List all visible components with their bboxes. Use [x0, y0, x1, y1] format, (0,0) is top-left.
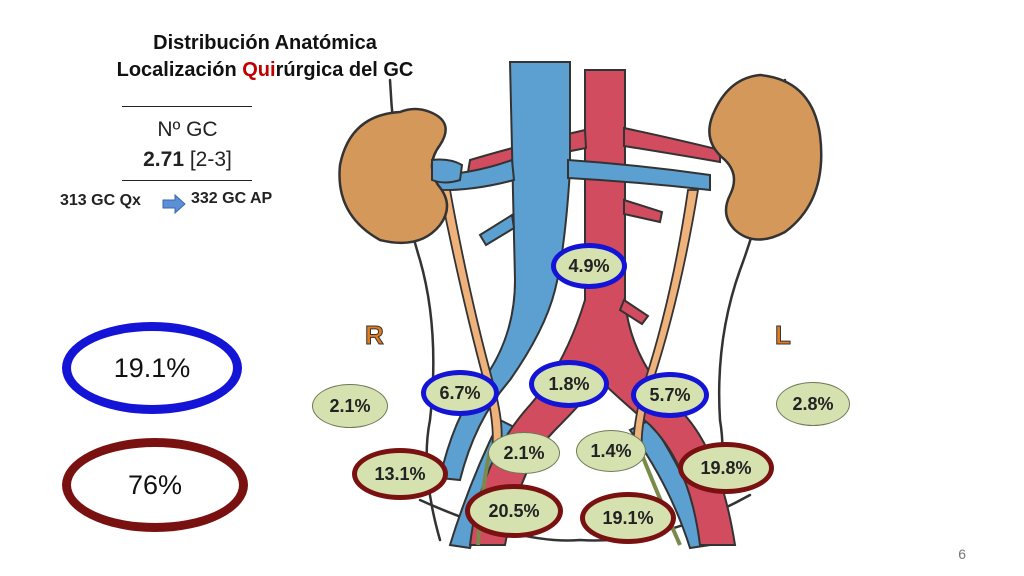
region-badge-right-common-iliac: 6.7%	[421, 370, 499, 416]
stats-divider	[122, 180, 252, 181]
region-value: 13.1%	[374, 463, 426, 484]
title-line-2-suffix: rúrgica del GC	[275, 59, 414, 81]
region-badge-left-external-iliac: 19.8%	[678, 442, 774, 494]
arrow-right-icon	[162, 194, 186, 214]
region-value: 19.1%	[602, 507, 654, 528]
region-badge-right-presacral: 2.1%	[488, 432, 560, 474]
left-external-vein	[628, 418, 712, 550]
gc-mean: 2.71	[143, 148, 184, 171]
region-badge-right-external-iliac: 13.1%	[352, 448, 448, 500]
title-line-2-prefix: Localización	[116, 59, 243, 81]
red-ring-total-value: 76%	[127, 469, 183, 500]
title-highlight: Qui	[242, 59, 276, 81]
pathology-gc-count: 332 GC AP	[191, 190, 273, 207]
region-value: 2.8%	[792, 393, 834, 414]
region-badge-periaortic-upper: 4.9%	[551, 243, 627, 289]
region-value: 1.8%	[548, 373, 590, 394]
red-ring-total: 76%	[62, 438, 248, 532]
lumbar-vein-branch	[478, 213, 516, 247]
region-value: 2.1%	[503, 442, 545, 463]
right-renal-hilum	[431, 158, 464, 184]
region-badge-left-presacral: 1.4%	[576, 430, 646, 472]
region-value: 6.7%	[439, 382, 481, 403]
left-renal-artery	[623, 126, 721, 164]
region-badge-left-common-iliac: 5.7%	[631, 372, 709, 418]
right-kidney	[338, 107, 449, 245]
blue-ring-total: 19.1%	[62, 322, 242, 414]
gc-count-label: Nº GC	[157, 118, 218, 141]
title-divider	[122, 106, 252, 107]
left-kidney	[708, 73, 823, 241]
region-value: 1.4%	[590, 440, 632, 461]
left-renal-vein	[567, 158, 711, 192]
gc-range: [2-3]	[189, 148, 232, 171]
page-number: 6	[958, 546, 966, 562]
region-badge-left-lateral: 2.8%	[776, 382, 850, 426]
region-badge-right-obturator: 20.5%	[465, 484, 563, 538]
mesenteric-branch	[623, 198, 664, 224]
left-side-label: L	[775, 320, 792, 351]
region-value: 5.7%	[649, 384, 691, 405]
right-side-label: R	[365, 320, 385, 351]
title-line-1: Distribución Anatómica	[153, 32, 377, 54]
region-value: 2.1%	[329, 395, 371, 416]
region-value: 20.5%	[488, 500, 540, 521]
title-line-2: Localización Quirúrgica del GC	[40, 57, 490, 84]
region-value: 4.9%	[568, 255, 610, 276]
gonadal-branch	[618, 298, 650, 326]
region-badge-aortic-bifurcation: 1.8%	[529, 360, 609, 408]
region-badge-left-obturator: 19.1%	[580, 492, 676, 544]
surgical-gc-count: 313 GC Qx	[60, 192, 141, 209]
slide-title: Distribución Anatómica Localización Quir…	[40, 30, 490, 84]
region-value: 19.8%	[700, 457, 752, 478]
gc-count-value: 2.71 [2-3]	[120, 148, 255, 172]
blue-ring-total-value: 19.1%	[113, 352, 191, 383]
region-badge-right-lateral: 2.1%	[312, 384, 388, 428]
